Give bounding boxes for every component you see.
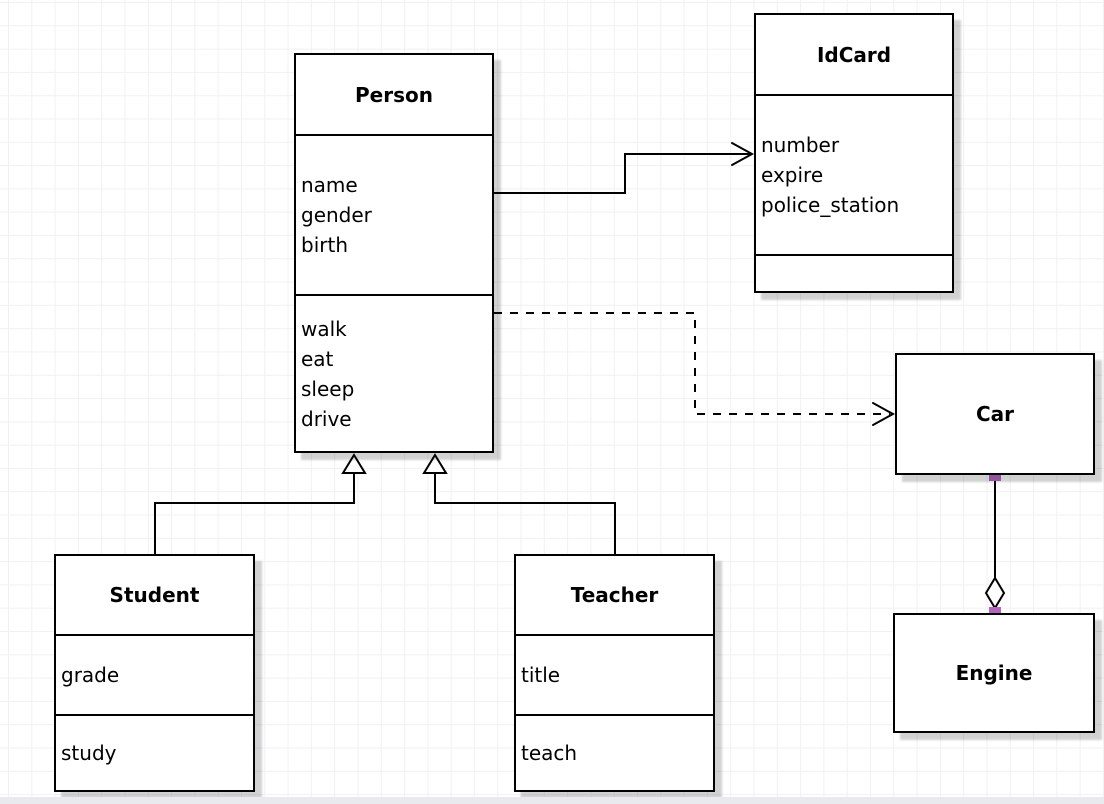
class-title: Engine (955, 661, 1033, 685)
class-title: Car (975, 402, 1015, 426)
class-title: Person (355, 82, 433, 107)
class-attribute: gender (301, 203, 372, 227)
attributes-compartment: grade (56, 634, 253, 714)
methods-compartment: study (56, 714, 253, 790)
class-attribute: title (521, 663, 561, 687)
class-attribute: police_station (761, 193, 900, 217)
class-title: Student (109, 583, 200, 607)
hollow-triangle-icon (341, 453, 367, 474)
class-attribute: number (761, 133, 840, 157)
class-engine[interactable]: Engine (893, 613, 1095, 733)
class-attribute: birth (301, 233, 348, 257)
class-teacher[interactable]: Teacher title teach (514, 554, 715, 792)
class-idcard[interactable]: IdCard number expire police_station (754, 13, 954, 293)
class-student[interactable]: Student grade study (54, 554, 255, 792)
methods-compartment: teach (516, 714, 713, 790)
class-attribute: expire (761, 163, 824, 187)
class-person[interactable]: Person name gender birth walk eat sleep … (294, 53, 494, 453)
connector-teacher-person-generalization[interactable] (422, 453, 616, 554)
open-arrowhead-icon (731, 142, 755, 166)
connector-car-engine-aggregation[interactable] (984, 469, 1006, 619)
class-attribute: grade (61, 663, 120, 687)
attributes-compartment: number expire police_station (756, 94, 952, 254)
open-arrowhead-icon (872, 402, 896, 426)
class-method: teach (521, 741, 578, 765)
attributes-compartment: title (516, 634, 713, 714)
class-attribute: name (301, 173, 358, 197)
class-method: drive (301, 406, 352, 431)
connector-person-car-dependency[interactable] (494, 312, 896, 426)
hollow-triangle-icon (422, 453, 448, 474)
class-title: Teacher (570, 583, 659, 607)
methods-compartment (756, 254, 952, 291)
class-car[interactable]: Car (895, 353, 1095, 475)
class-method: study (61, 741, 117, 765)
class-method: sleep (301, 376, 355, 401)
class-title: IdCard (816, 42, 892, 67)
hollow-diamond-icon (984, 576, 1006, 610)
class-method: eat (301, 346, 334, 371)
connector-student-person-generalization[interactable] (154, 453, 367, 554)
canvas-edge-strip (0, 797, 1104, 804)
attributes-compartment: name gender birth (296, 134, 492, 294)
connector-person-idcard-association[interactable] (494, 142, 755, 194)
class-method: walk (301, 316, 347, 341)
methods-compartment: walk eat sleep drive (296, 294, 492, 451)
